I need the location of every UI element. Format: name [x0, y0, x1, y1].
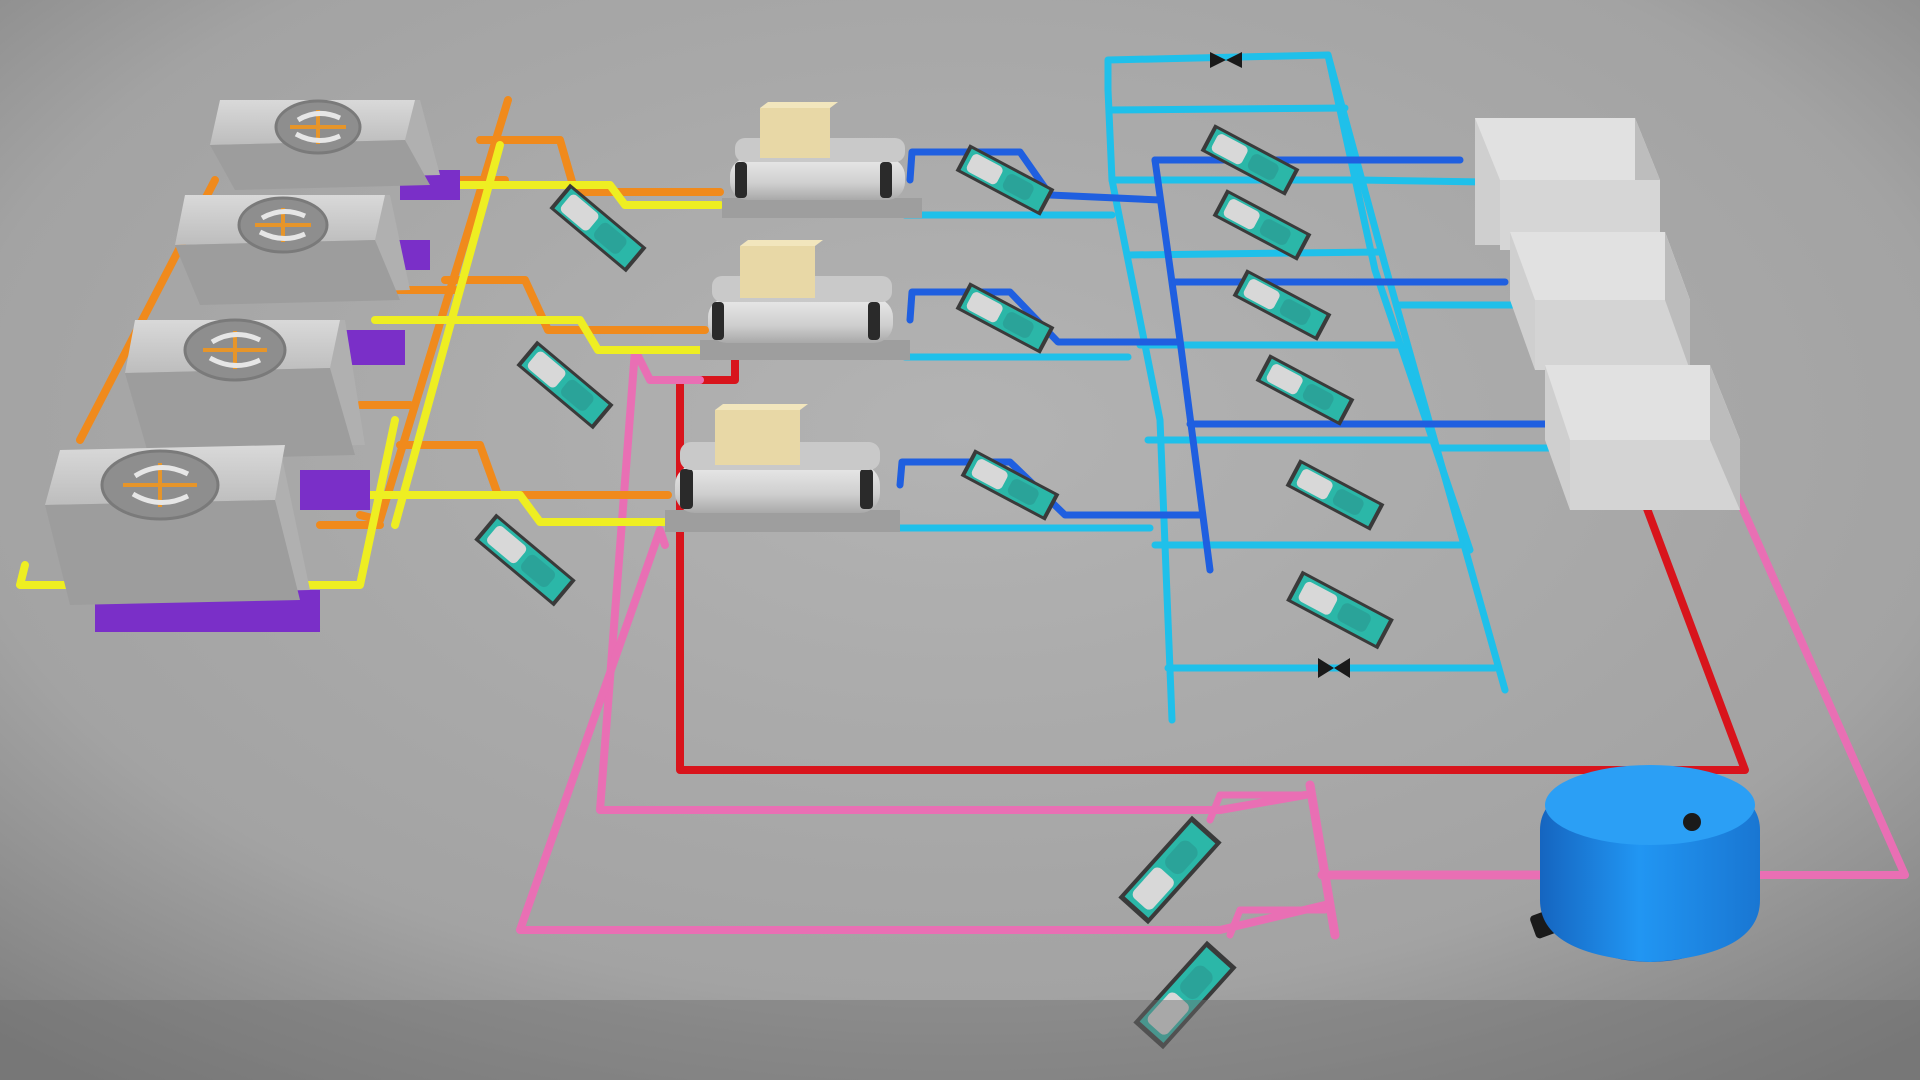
chillers [665, 102, 922, 532]
hot-return-header[interactable] [1305, 780, 1340, 940]
cw-supply-branch-1[interactable] [476, 136, 724, 196]
chw-return-to-ahu-1[interactable] [1356, 176, 1489, 186]
chiller-1[interactable] [722, 102, 922, 218]
control-box [760, 108, 830, 158]
cw-supply-branch-2[interactable] [441, 276, 709, 334]
hot-return-pipe-1[interactable] [596, 346, 1309, 814]
cw-supply-riser[interactable] [356, 96, 512, 524]
cw-return-riser[interactable] [391, 141, 504, 529]
secondary-pump-3[interactable] [1232, 269, 1332, 341]
valves [1210, 52, 1350, 678]
vignette [0, 1000, 1920, 1080]
cooling-tower-2[interactable] [175, 195, 430, 305]
secondary-pump-4[interactable] [1255, 354, 1355, 426]
valve-icon[interactable] [1318, 658, 1350, 678]
heating-pump-2[interactable] [1133, 940, 1237, 1050]
cw-return-branch-3[interactable] [361, 491, 672, 526]
condenser-pump-2[interactable] [516, 340, 614, 430]
cw-supply-branch-3[interactable] [396, 441, 672, 499]
cooling-tower-3[interactable] [125, 318, 405, 460]
air-handler-3[interactable] [1545, 365, 1740, 510]
hot-water-loop [516, 346, 1909, 940]
chw-supply-from-chiller-2[interactable] [906, 288, 1184, 346]
chw-supply-from-chiller-3[interactable] [896, 458, 1204, 519]
cooling-tower-4[interactable] [45, 445, 370, 632]
chw-return-riser-right[interactable] [1324, 51, 1474, 554]
chiller-2[interactable] [700, 240, 910, 360]
secondary-pump-1[interactable] [1200, 124, 1300, 196]
tank-port-icon [1683, 813, 1701, 831]
air-handling-units [1475, 118, 1740, 510]
air-handler-2[interactable] [1510, 232, 1690, 370]
condenser-pump-3[interactable] [474, 513, 576, 607]
control-box [740, 246, 815, 298]
chiller-3[interactable] [665, 404, 900, 532]
chilled-water-loop [896, 51, 1589, 724]
cw-return-branch-2[interactable] [371, 316, 709, 354]
chw-return-branch-1[interactable] [1106, 104, 1349, 114]
cooling-towers [45, 99, 460, 632]
control-box [715, 410, 800, 465]
secondary-pumps [1200, 124, 1394, 650]
cw-return-branch-1[interactable] [406, 181, 724, 209]
secondary-pump-5[interactable] [1285, 459, 1385, 531]
chw-primary-pump-3[interactable] [960, 449, 1060, 521]
chw-primary-pump-2[interactable] [955, 282, 1055, 354]
chw-supply-from-chiller-1[interactable] [906, 148, 1164, 204]
expansion-tank[interactable] [1529, 765, 1760, 962]
secondary-pump-2[interactable] [1212, 189, 1312, 261]
secondary-pump-6[interactable] [1286, 570, 1394, 650]
chw-return-riser-mid[interactable] [1104, 86, 1176, 724]
hot-return-ahu-link[interactable] [1726, 476, 1909, 879]
hot-pump-link-2[interactable] [1226, 906, 1329, 939]
air-handler-1[interactable] [1475, 118, 1660, 250]
hot-supply-pipe[interactable] [676, 356, 1749, 774]
hot-pump-link-1[interactable] [1206, 791, 1314, 824]
condenser-pumps [474, 183, 647, 607]
heating-pump-1[interactable] [1118, 815, 1222, 925]
chw-primary-pump-1[interactable] [955, 144, 1055, 216]
condenser-pump-1[interactable] [549, 183, 647, 273]
cooling-tower-1[interactable] [210, 99, 460, 200]
hot-return-pipe-2[interactable] [516, 526, 1329, 934]
valve-icon[interactable] [1210, 52, 1242, 68]
chilled-primary-pumps [955, 144, 1060, 521]
condenser-water-loop [16, 96, 724, 589]
